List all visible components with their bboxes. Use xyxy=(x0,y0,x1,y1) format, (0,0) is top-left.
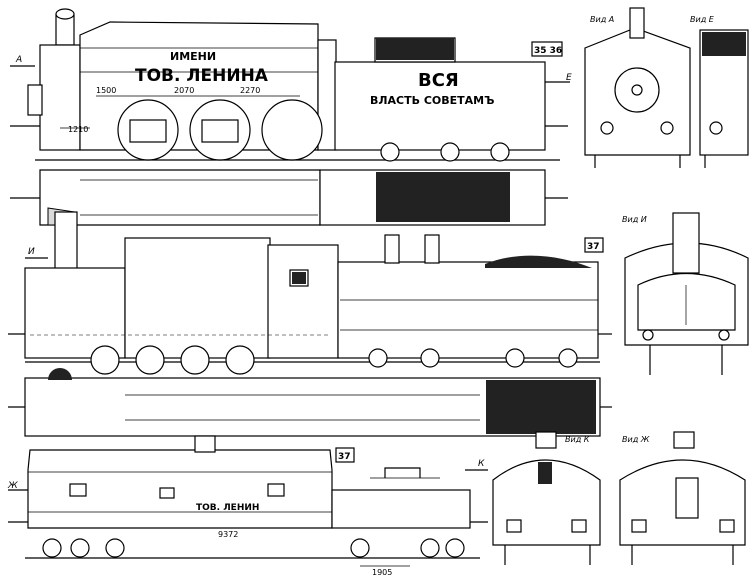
plate-35-36: 35 36 xyxy=(534,46,562,56)
arrow-label-k: К xyxy=(478,459,485,469)
label-car-number: 9372 xyxy=(218,530,238,539)
dim-1210: 1210 xyxy=(68,125,88,134)
label-view-e: Вид Е xyxy=(690,15,715,24)
label-vsya: ВСЯ xyxy=(418,70,459,91)
label-view-zh: Вид Ж xyxy=(622,435,650,444)
end-view-a: Вид А xyxy=(584,7,691,168)
label-view-a: Вид А xyxy=(590,15,614,24)
end-view-zh: Вид Ж xyxy=(619,431,746,565)
label-imeni: ИМЕНИ xyxy=(170,50,216,63)
armored-loco-plan-view-middle xyxy=(8,368,612,437)
label-view-i: Вид И xyxy=(622,215,647,224)
dim-2270: 2270 xyxy=(240,86,260,95)
label-view-k: Вид К xyxy=(565,435,590,444)
dim-1905: 1905 xyxy=(372,568,392,577)
plate-37-middle: 37 xyxy=(587,242,600,252)
label-car-name: ТОВ. ЛЕНИН xyxy=(196,503,259,513)
plate-37-bottom: 37 xyxy=(338,452,351,462)
armored-loco-side-view-middle: 37 И xyxy=(8,211,612,375)
dim-1500: 1500 xyxy=(96,86,116,95)
end-view-k: Вид К xyxy=(492,431,601,565)
locomotive-plan-view-top xyxy=(10,169,568,226)
label-vlast-sovetam: ВЛАСТЬ СОВЕТАМЪ xyxy=(370,94,494,107)
end-view-e: Вид Е xyxy=(690,15,749,168)
dim-2070: 2070 xyxy=(174,86,194,95)
arrow-label-a: А xyxy=(15,55,22,65)
locomotive-side-view-top: 1500 2070 2270 1210 ИМЕНИ ТОВ. ЛЕНИНА ВС… xyxy=(10,8,572,162)
arrow-label-e: Е xyxy=(566,73,572,83)
arrow-label-zh: Ж xyxy=(7,481,18,491)
end-view-i: Вид И xyxy=(622,212,749,375)
arrow-label-i: И xyxy=(28,247,35,257)
armored-car-side-view-bottom: 1905 ТОВ. ЛЕНИН 9372 37 Ж К xyxy=(7,435,488,577)
label-tov-lenina: ТОВ. ЛЕНИНА xyxy=(135,66,269,86)
